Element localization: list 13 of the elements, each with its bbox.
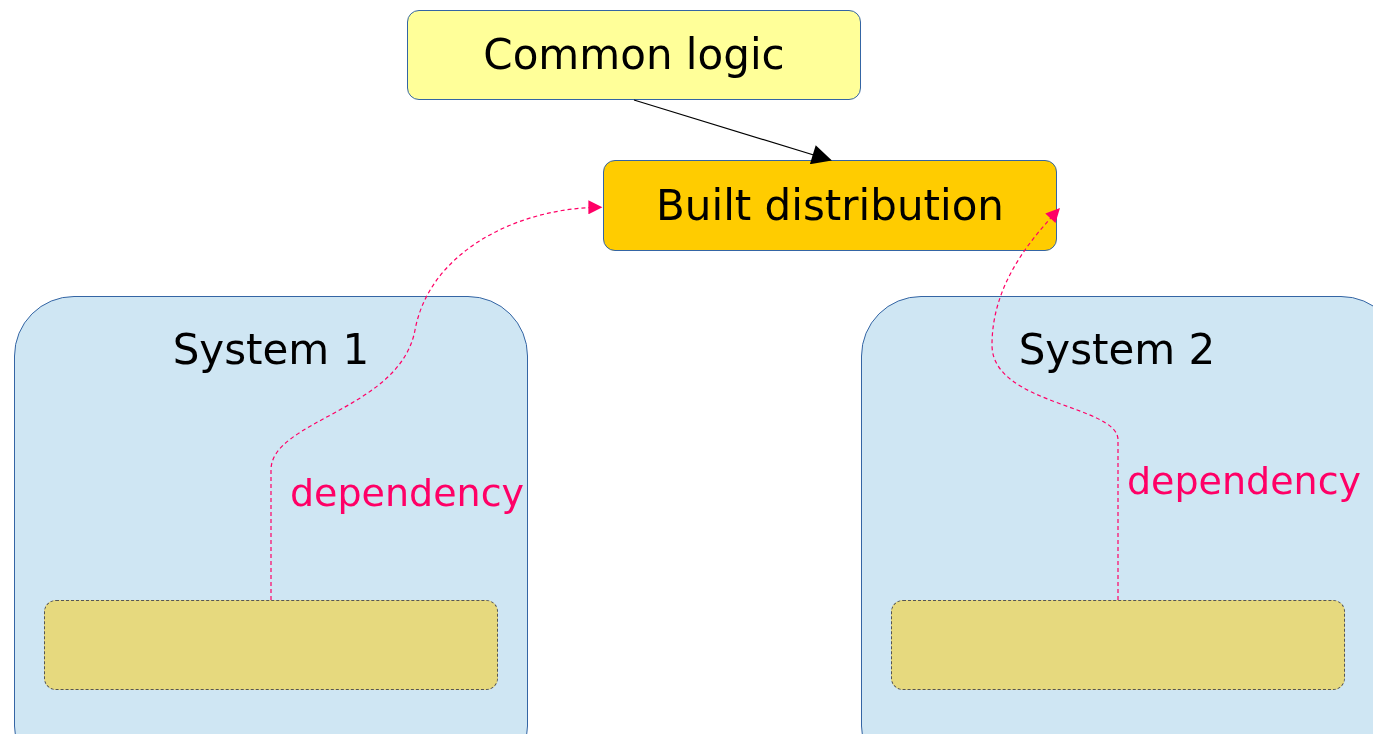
system-container xyxy=(14,296,528,734)
node-label: Common logic xyxy=(483,34,785,76)
arrow xyxy=(991,208,1119,601)
component-box xyxy=(44,600,498,690)
component-box xyxy=(891,600,1345,690)
node-label: System 2 xyxy=(1018,329,1216,376)
arrow xyxy=(633,99,832,165)
process-box xyxy=(603,160,1057,251)
system-container xyxy=(861,296,1373,734)
node-label: System 1 xyxy=(172,329,370,376)
arrow xyxy=(270,200,603,601)
process-box xyxy=(407,10,861,100)
node-label: Built distribution xyxy=(656,184,1004,227)
